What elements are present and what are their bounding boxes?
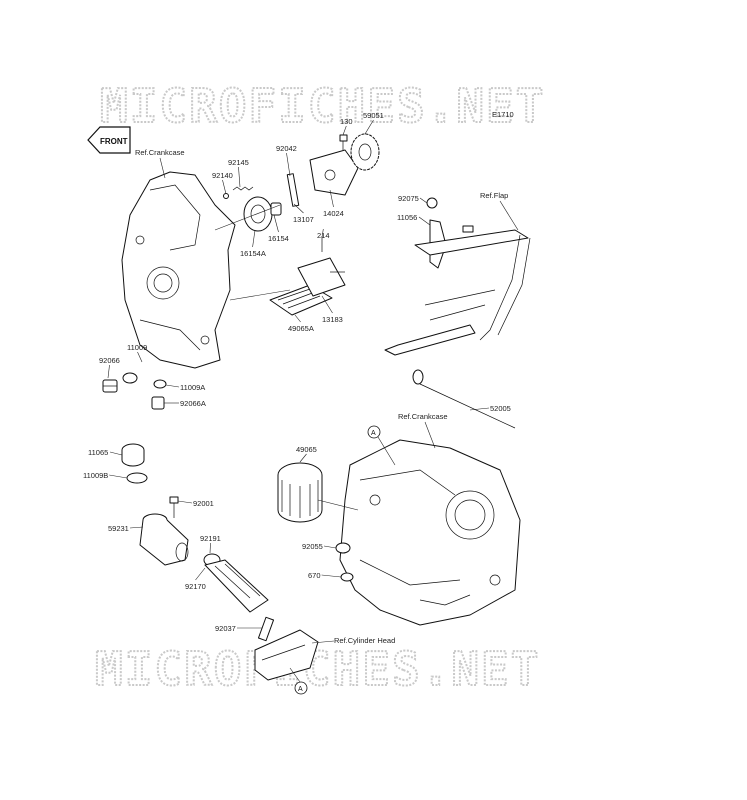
part-number-49065A: 49065A (288, 324, 314, 333)
filler-neck-59231 (139, 513, 189, 566)
breather-pipe-92037 (257, 616, 275, 642)
leader-line (418, 216, 431, 226)
leader-line (195, 567, 206, 581)
part-number-92055: 92055 (302, 542, 323, 551)
part-number-92170: 92170 (185, 582, 206, 591)
part-number-59231: 59231 (108, 524, 129, 533)
spring-92145 (232, 186, 254, 191)
callout-a-lower: A (289, 667, 308, 695)
ref-flap: Ref.Flap (480, 191, 508, 200)
part-number-11009A: 11009A (180, 383, 205, 392)
leader-line (177, 500, 193, 504)
watermark-bottom: MICROFICHES.NET (95, 642, 540, 696)
washer-11009 (122, 372, 138, 384)
part-number-13107: 13107 (293, 215, 314, 224)
leader-line (238, 166, 241, 188)
crankcase-lower (339, 439, 521, 626)
watermark-top: MICROFICHES.NET (100, 79, 545, 133)
leader-line (137, 351, 143, 363)
ref-crankcase-lower: Ref.Crankcase (398, 412, 448, 421)
part-number-16154A: 16154A (240, 249, 266, 258)
leader-line (222, 179, 227, 195)
washer-11009A (153, 379, 167, 389)
leader-line (107, 364, 110, 379)
bolt-130 (339, 134, 348, 150)
leader-line (286, 152, 291, 177)
o-ring-92055 (335, 542, 351, 554)
leader-line (419, 197, 428, 204)
part-number-92001: 92001 (193, 499, 214, 508)
leader-line (294, 314, 301, 323)
leader-line (321, 228, 324, 239)
part-number-49065: 49065 (296, 445, 317, 454)
part-number-92140: 92140 (212, 171, 233, 180)
gasket-11009B (126, 472, 148, 484)
ref-crankcase-top: Ref.Crankcase (135, 148, 185, 157)
leader-line (321, 574, 342, 578)
leader-line (342, 125, 347, 136)
diagram-code: E1710 (492, 110, 514, 119)
leader-line (299, 453, 307, 463)
leader-line (364, 119, 374, 135)
part-number-92037: 92037 (215, 624, 236, 633)
leader-line (469, 407, 490, 411)
cylinder-head-part (254, 629, 319, 681)
part-number-670: 670 (308, 571, 321, 580)
callout-a-upper: A (367, 425, 396, 466)
part-number-92066: 92066 (99, 356, 120, 365)
leader-line (252, 229, 256, 248)
part-number-52005: 52005 (490, 404, 511, 413)
bolt-92001 (169, 496, 179, 518)
pump-cover-plate (309, 149, 359, 196)
part-number-59051: 59051 (363, 111, 384, 120)
strainer-plate (297, 257, 346, 297)
oil-pump-gear (350, 133, 380, 171)
part-number-11009: 11009 (127, 343, 147, 352)
part-number-14024: 14024 (323, 209, 344, 218)
leader-line (293, 203, 304, 214)
leader-line (129, 526, 144, 529)
leader-line (329, 189, 334, 208)
oil-pump-rotor (243, 196, 282, 232)
svg-text:A: A (371, 430, 376, 437)
drain-plug-92066A (151, 396, 165, 410)
part-number-214: 214 (317, 231, 330, 240)
front-label: FRONT (100, 137, 128, 146)
ref-cylinder-head: Ref.Cylinder Head (334, 636, 395, 645)
part-number-13183: 13183 (322, 315, 343, 324)
leader-line (109, 474, 128, 479)
part-number-92066A: 92066A (180, 399, 206, 408)
drain-plug-92066 (102, 379, 118, 393)
leader-line (273, 214, 279, 233)
dipstick-52005 (412, 369, 516, 429)
leader-line (165, 384, 180, 388)
part-number-130: 130 (340, 117, 353, 126)
part-number-92042: 92042 (276, 144, 297, 153)
part-number-11009B: 11009B (83, 471, 108, 480)
o-ring-670 (340, 572, 354, 582)
part-number-11065: 11065 (88, 448, 108, 457)
crankcase-cover (121, 171, 236, 369)
svg-text:A: A (298, 686, 303, 693)
part-number-11056: 11056 (397, 213, 417, 222)
leader-line (109, 451, 123, 456)
part-number-16154: 16154 (268, 234, 289, 243)
oil-filter-49065 (277, 462, 323, 523)
filler-cap-11065 (121, 443, 145, 467)
pump-shaft (286, 173, 300, 207)
part-number-92145: 92145 (228, 158, 249, 167)
hose-92170 (204, 559, 269, 613)
leader-line (209, 542, 211, 554)
part-number-92075: 92075 (398, 194, 419, 203)
part-number-92191: 92191 (200, 534, 221, 543)
front-arrow-icon: FRONT (87, 126, 131, 154)
flap-bracket (384, 197, 531, 356)
leader-line (321, 295, 333, 314)
ball-92140 (223, 193, 229, 199)
leader-line (323, 545, 337, 549)
